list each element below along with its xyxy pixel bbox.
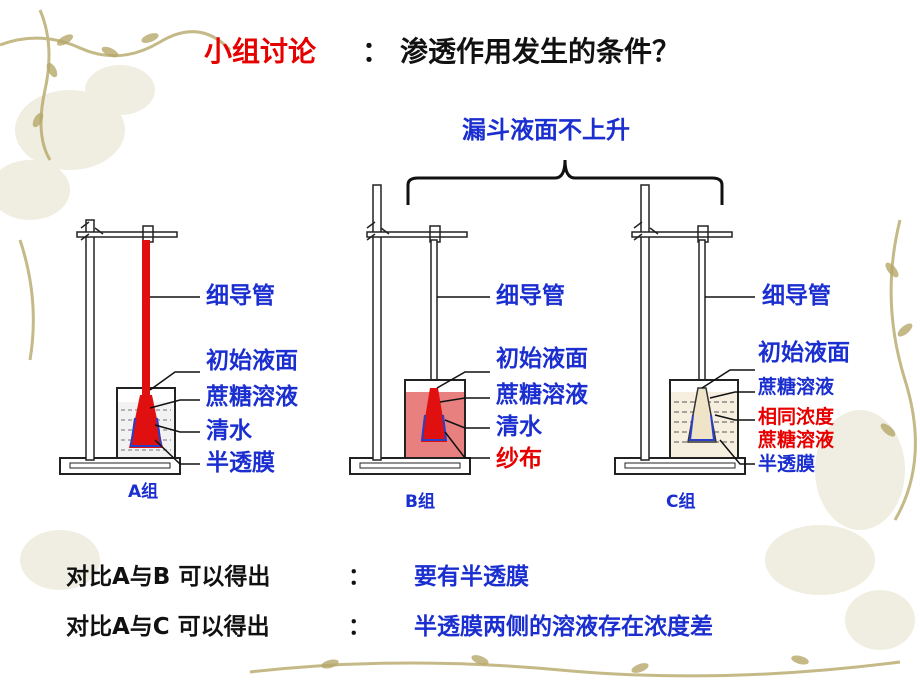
group-b-name: B组 (405, 492, 435, 512)
conclusion-1-question: 对比A与B 可以得出 (66, 564, 271, 590)
brace-label: 漏斗液面不上升 (462, 116, 630, 144)
label-a-membrane: 半透膜 (206, 450, 275, 476)
label-a-tube: 细导管 (206, 283, 275, 309)
label-b-tube: 细导管 (496, 283, 565, 309)
apparatus-a (59, 219, 181, 475)
title-question: 渗透作用发生的条件？ (400, 35, 681, 68)
group-a-name: A组 (128, 482, 159, 502)
conclusion-2-answer: 半透膜两侧的溶液存在浓度差 (414, 614, 713, 640)
title-separator: ： (362, 35, 391, 68)
label-c-membrane: 半透膜 (758, 453, 816, 475)
title-prefix: 小组讨论 (204, 35, 317, 68)
label-b-initial-level: 初始液面 (496, 346, 588, 372)
apparatus-b (349, 184, 471, 475)
conclusion-2-colon: ： (348, 614, 371, 640)
conclusion-2-question: 对比A与C 可以得出 (66, 614, 270, 640)
label-b-gauze: 纱布 (496, 446, 542, 472)
label-b-sucrose: 蔗糖溶液 (496, 382, 588, 408)
curly-brace (406, 159, 724, 205)
label-c-same-concentration: 相同浓度 (758, 406, 835, 428)
label-a-sucrose: 蔗糖溶液 (206, 384, 298, 410)
label-c-sucrose-outer: 蔗糖溶液 (758, 429, 835, 451)
conclusion-1-colon: ： (348, 564, 371, 590)
label-a-initial-level: 初始液面 (206, 348, 298, 374)
conclusion-1-answer: 要有半透膜 (414, 564, 529, 590)
label-c-tube: 细导管 (762, 283, 831, 309)
label-a-water: 清水 (206, 418, 252, 444)
group-c-name: C组 (666, 492, 696, 512)
label-b-water: 清水 (496, 414, 542, 440)
label-c-sucrose: 蔗糖溶液 (758, 376, 835, 398)
label-c-initial-level: 初始液面 (758, 340, 850, 366)
